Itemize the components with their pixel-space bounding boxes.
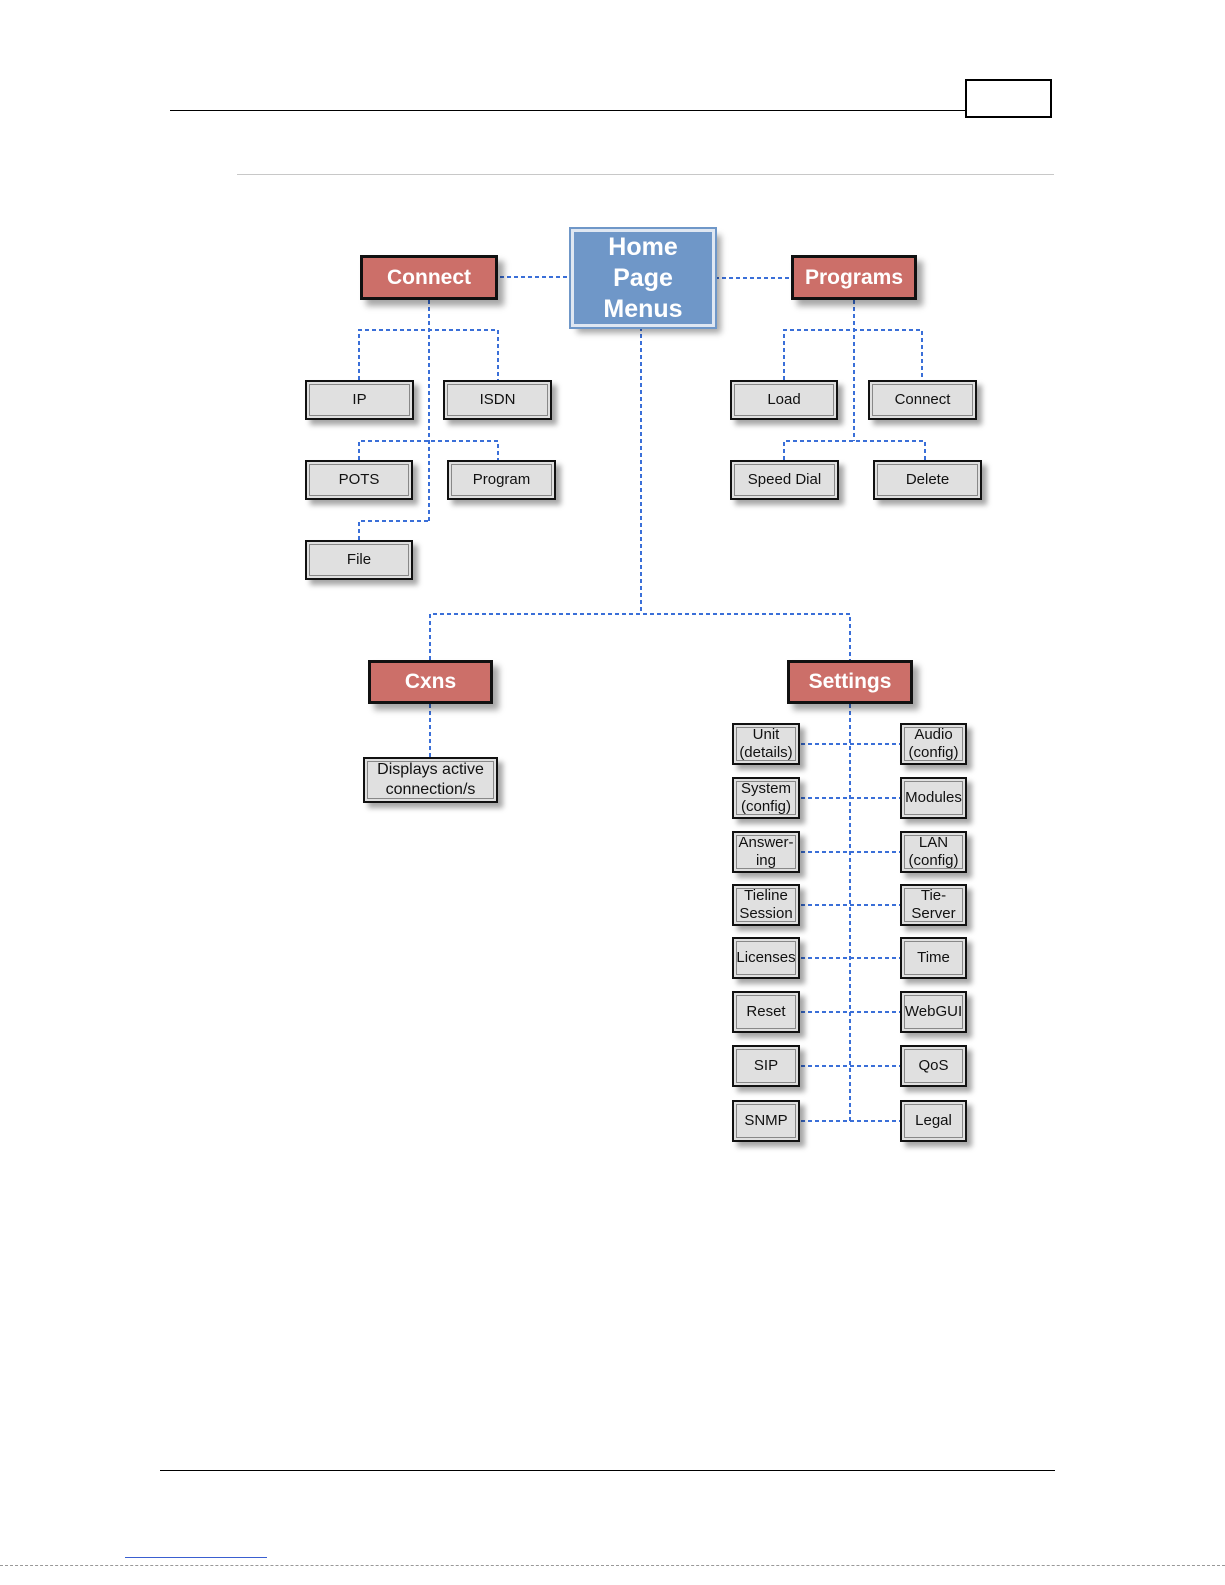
- settings-menu-label: Settings: [809, 670, 892, 694]
- connect-item-label: File: [347, 551, 371, 569]
- settings-item-lan: LAN (config): [900, 831, 967, 873]
- settings-item-unit: Unit (details): [732, 723, 800, 765]
- programs-item-speed-dial: Speed Dial: [730, 460, 839, 500]
- connect-item-file: File: [305, 540, 413, 580]
- home-page-menus-node: Home Page Menus: [571, 229, 715, 327]
- connect-item-ip: IP: [305, 380, 414, 420]
- programs-item-label: Load: [767, 391, 800, 409]
- settings-item-label: System (config): [741, 780, 791, 816]
- settings-item-label: Reset: [746, 1003, 785, 1021]
- connect-item-label: Program: [473, 471, 531, 489]
- settings-item-label: Licenses: [736, 949, 795, 967]
- settings-item-tie-server: Tie- Server: [900, 884, 967, 926]
- cxns-item-label: Displays active connection/s: [377, 760, 484, 800]
- cxns-menu-label: Cxns: [405, 670, 456, 694]
- connect-item-pots: POTS: [305, 460, 413, 500]
- settings-item-label: Audio (config): [908, 726, 958, 762]
- programs-item-load: Load: [730, 380, 838, 420]
- programs-menu-label: Programs: [805, 266, 903, 290]
- connect-item-label: IP: [352, 391, 366, 409]
- settings-item-label: Modules: [905, 789, 962, 807]
- connect-menu-node: Connect: [360, 255, 498, 300]
- settings-item-label: WebGUI: [905, 1003, 962, 1021]
- programs-item-label: Speed Dial: [748, 471, 821, 489]
- connect-menu-label: Connect: [387, 266, 471, 290]
- settings-item-webgui: WebGUI: [900, 991, 967, 1033]
- settings-item-answering: Answer- ing: [732, 831, 800, 873]
- footer-link-underline[interactable]: [125, 1557, 267, 1558]
- connect-item-label: ISDN: [480, 391, 516, 409]
- cxns-menu-node: Cxns: [368, 660, 493, 704]
- settings-item-snmp: SNMP: [732, 1100, 800, 1142]
- cxns-item-displays: Displays active connection/s: [363, 757, 498, 803]
- settings-item-sip: SIP: [732, 1045, 800, 1087]
- settings-item-legal: Legal: [900, 1100, 967, 1142]
- settings-item-label: Answer- ing: [738, 834, 793, 870]
- programs-item-connect: Connect: [868, 380, 977, 420]
- home-label: Home Page Menus: [603, 232, 682, 325]
- programs-item-label: Connect: [895, 391, 951, 409]
- page-edge-dashed: [0, 1565, 1225, 1566]
- settings-item-audio: Audio (config): [900, 723, 967, 765]
- settings-item-label: SIP: [754, 1057, 778, 1075]
- settings-item-label: QoS: [918, 1057, 948, 1075]
- settings-item-time: Time: [900, 937, 967, 979]
- settings-item-label: Tieline Session: [739, 887, 792, 923]
- settings-item-label: LAN (config): [908, 834, 958, 870]
- settings-item-tieline-session: Tieline Session: [732, 884, 800, 926]
- settings-item-qos: QoS: [900, 1045, 967, 1087]
- programs-item-delete: Delete: [873, 460, 982, 500]
- settings-item-modules: Modules: [900, 777, 967, 819]
- connect-item-isdn: ISDN: [443, 380, 552, 420]
- settings-item-label: Time: [917, 949, 950, 967]
- settings-menu-node: Settings: [787, 660, 913, 704]
- settings-item-system: System (config): [732, 777, 800, 819]
- programs-item-label: Delete: [906, 471, 949, 489]
- connect-item-program: Program: [447, 460, 556, 500]
- settings-item-licenses: Licenses: [732, 937, 800, 979]
- settings-item-label: Unit (details): [739, 726, 792, 762]
- settings-item-label: SNMP: [744, 1112, 787, 1130]
- settings-item-reset: Reset: [732, 991, 800, 1033]
- programs-menu-node: Programs: [791, 255, 917, 300]
- settings-item-label: Legal: [915, 1112, 952, 1130]
- settings-item-label: Tie- Server: [911, 887, 955, 923]
- connect-item-label: POTS: [339, 471, 380, 489]
- footer-rule: [160, 1470, 1055, 1471]
